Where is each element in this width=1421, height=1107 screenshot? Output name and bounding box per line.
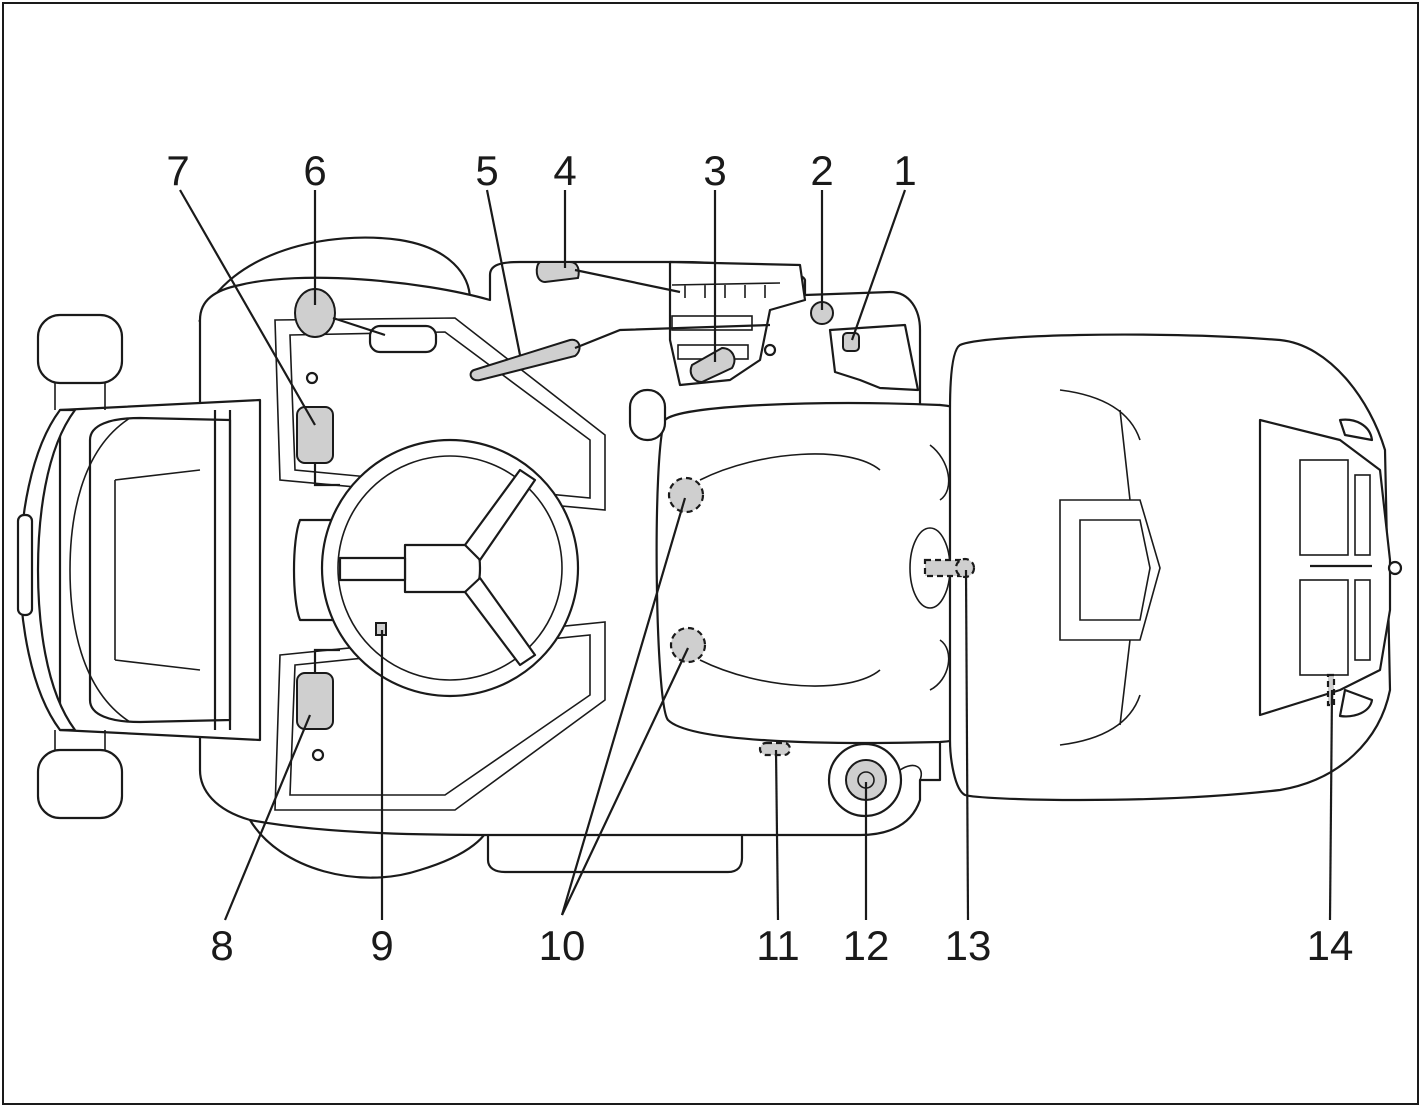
rear-bumper-bottom xyxy=(486,823,744,874)
leader-lines xyxy=(179,189,1334,921)
mower-illustration xyxy=(16,236,1403,879)
part-10-upper xyxy=(667,476,705,514)
callout-2: 2 xyxy=(810,147,833,194)
hood xyxy=(88,416,232,724)
callout-5: 5 xyxy=(475,147,498,194)
callout-9: 9 xyxy=(370,922,393,969)
callout-6: 6 xyxy=(303,147,326,194)
callout-3: 3 xyxy=(703,147,726,194)
part-3-lever xyxy=(689,346,736,384)
callout-11: 11 xyxy=(756,922,800,969)
front-hook xyxy=(16,513,34,617)
callout-14: 14 xyxy=(1307,922,1354,969)
part-10-lower xyxy=(669,626,707,664)
numbered-parts xyxy=(294,261,1336,801)
callout-12: 12 xyxy=(843,922,890,969)
part-7-pedal xyxy=(296,406,334,464)
callout-4: 4 xyxy=(553,147,576,194)
callout-10: 10 xyxy=(539,922,586,969)
part-1-switch xyxy=(842,332,860,352)
callout-8: 8 xyxy=(210,922,233,969)
steering-hub xyxy=(403,543,482,594)
front-wheel-bottom xyxy=(36,748,124,820)
footrest-top xyxy=(274,317,606,511)
part-8-pedal xyxy=(296,672,334,730)
callout-labels: 1 2 3 4 5 6 7 8 9 10 11 12 13 14 xyxy=(166,147,1353,969)
part-4-lever xyxy=(535,261,580,284)
rear-grill xyxy=(1258,418,1392,717)
part-5-lever xyxy=(469,338,581,382)
callout-1: 1 xyxy=(893,147,916,194)
callout-7: 7 xyxy=(166,147,189,194)
callout-13: 13 xyxy=(945,922,992,969)
part-13-pin xyxy=(923,558,963,578)
front-wheel-top xyxy=(36,313,124,385)
